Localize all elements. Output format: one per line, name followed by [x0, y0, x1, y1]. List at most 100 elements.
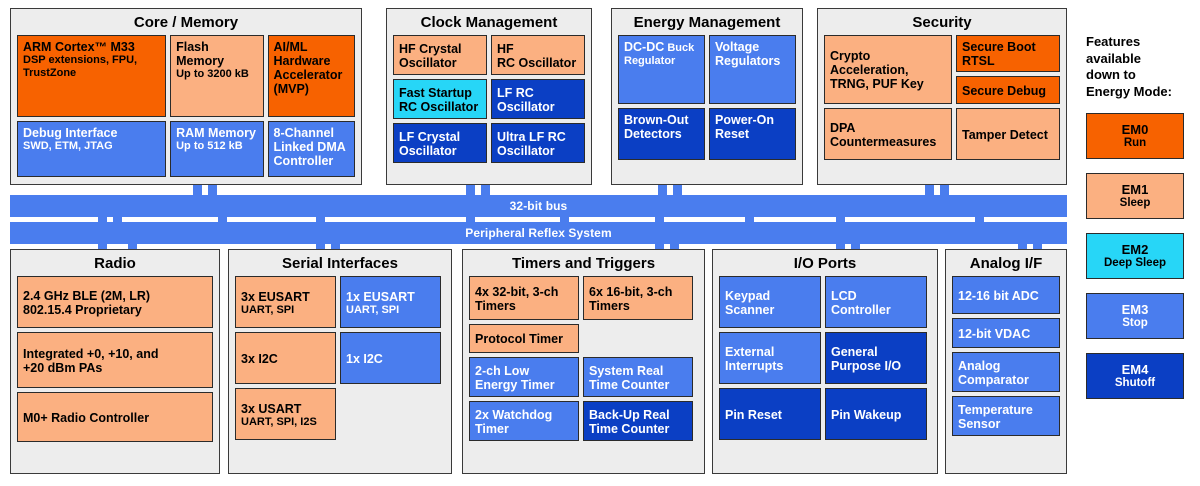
block-external-interrupts[interactable]: External Interrupts — [719, 332, 821, 385]
block-label: Energy Timer — [475, 377, 555, 392]
section-clock-management: Clock Management HF Crystal Oscillator F… — [386, 8, 592, 185]
block-label: Oscillator — [497, 99, 555, 114]
block-tamper-detect[interactable]: Tamper Detect — [956, 108, 1060, 161]
block-adc[interactable]: 12-16 bit ADC — [952, 276, 1060, 315]
block-label: ARM Cortex™ M33 — [23, 40, 135, 55]
bus-label: 32-bit bus — [509, 199, 568, 213]
legend-item-em4[interactable]: EM4 Shutoff — [1086, 353, 1184, 399]
block-vdac[interactable]: 12-bit VDAC — [952, 318, 1060, 349]
block-label: Countermeasures — [830, 134, 937, 149]
block-crypto-acceleration[interactable]: Crypto Acceleration, TRNG, PUF Key — [824, 35, 952, 105]
legend-item-em2[interactable]: EM2 Deep Sleep — [1086, 233, 1184, 279]
block-secure-debug[interactable]: Secure Debug — [956, 76, 1060, 105]
legend-title-line: available — [1086, 50, 1141, 66]
block-label: Controller — [273, 154, 334, 169]
block-32bit-timers[interactable]: 4x 32-bit, 3-ch Timers — [469, 276, 579, 321]
block-label: Pin Reset — [725, 407, 782, 422]
block-1x-eusart[interactable]: 1x EUSART UART, SPI — [340, 276, 441, 329]
block-power-amplifiers[interactable]: Integrated +0, +10, and +20 dBm PAs — [17, 332, 213, 389]
block-fast-startup-rc-oscillator[interactable]: Fast Startup RC Oscillator — [393, 79, 487, 120]
block-pin-wakeup[interactable]: Pin Wakeup — [825, 388, 927, 441]
bus-stub — [925, 185, 934, 195]
block-label: Back-Up Real — [589, 407, 670, 422]
block-temperature-sensor[interactable]: Temperature Sensor — [952, 396, 1060, 437]
bus-stub — [836, 217, 845, 251]
legend-item-em3[interactable]: EM3 Stop — [1086, 293, 1184, 339]
block-low-energy-timer[interactable]: 2-ch Low Energy Timer — [469, 357, 579, 398]
block-ble-radio[interactable]: 2.4 GHz BLE (2M, LR) 802.15.4 Proprietar… — [17, 276, 213, 329]
block-dma-controller[interactable]: 8-Channel Linked DMA Controller — [267, 121, 355, 178]
section-serial-interfaces: Serial Interfaces 3x EUSART UART, SPI 3x… — [228, 249, 452, 474]
section-io-ports: I/O Ports Keypad Scanner External Interr… — [712, 249, 938, 474]
block-secure-boot-rtsl[interactable]: Secure Boot RTSL — [956, 35, 1060, 73]
section-title-energy-management: Energy Management — [633, 14, 781, 31]
section-security: Security Crypto Acceleration, TRNG, PUF … — [817, 8, 1067, 185]
block-label: Hardware — [273, 54, 331, 69]
block-label: 8-Channel — [273, 126, 334, 141]
section-title-core-memory: Core / Memory — [133, 14, 239, 31]
block-label: LF Crystal — [399, 129, 461, 144]
bus-stub — [655, 217, 664, 251]
spacer — [583, 324, 693, 353]
block-3x-eusart[interactable]: 3x EUSART UART, SPI — [235, 276, 336, 329]
block-label: DC-DC Buck — [624, 40, 699, 54]
block-3x-i2c[interactable]: 3x I2C — [235, 332, 336, 385]
block-debug-interface[interactable]: Debug Interface SWD, ETM, JTAG — [17, 121, 167, 178]
block-general-purpose-io[interactable]: General Purpose I/O — [825, 332, 927, 385]
block-1x-i2c[interactable]: 1x I2C — [340, 332, 441, 385]
block-label: Keypad — [725, 288, 771, 303]
bus-stub — [560, 217, 569, 222]
block-lcd-controller[interactable]: LCD Controller — [825, 276, 927, 329]
block-label: Accelerator — [273, 68, 343, 83]
block-lf-crystal-oscillator[interactable]: LF Crystal Oscillator — [393, 123, 487, 164]
block-watchdog-timer[interactable]: 2x Watchdog Timer — [469, 401, 579, 442]
block-label: Analog — [958, 358, 1001, 373]
block-label: DPA — [830, 120, 856, 135]
block-dcdc-buck-regulator[interactable]: DC-DC Buck Regulator — [618, 35, 705, 105]
block-3x-usart[interactable]: 3x USART UART, SPI, I2S — [235, 388, 336, 441]
block-analog-comparator[interactable]: Analog Comparator — [952, 352, 1060, 393]
block-m0-radio-controller[interactable]: M0+ Radio Controller — [17, 392, 213, 443]
legend-item-em0[interactable]: EM0 Run — [1086, 113, 1184, 159]
block-pin-reset[interactable]: Pin Reset — [719, 388, 821, 441]
block-flash-memory[interactable]: Flash Memory Up to 3200 kB — [170, 35, 264, 118]
block-protocol-timer[interactable]: Protocol Timer — [469, 324, 579, 354]
block-arm-cortex-m33[interactable]: ARM Cortex™ M33 DSP extensions, FPU, Tru… — [17, 35, 167, 118]
block-label-part: DC-DC — [624, 40, 665, 55]
block-label: (MVP) — [273, 82, 309, 97]
block-ultra-lf-rc-oscillator[interactable]: Ultra LF RC Oscillator — [491, 123, 585, 164]
section-energy-management: Energy Management DC-DC Buck Regulator B… — [611, 8, 803, 185]
block-label: 2x Watchdog — [475, 407, 553, 422]
bus-32-bit: 32-bit bus — [10, 195, 1067, 217]
block-voltage-regulators[interactable]: Voltage Regulators — [709, 35, 796, 105]
block-label: 1x I2C — [346, 351, 383, 366]
block-label: RTSL — [962, 54, 995, 69]
block-hf-crystal-oscillator[interactable]: HF Crystal Oscillator — [393, 35, 487, 76]
legend-item-em1[interactable]: EM1 Sleep — [1086, 173, 1184, 219]
block-label: 3x EUSART — [241, 289, 310, 304]
block-brown-out-detectors[interactable]: Brown-Out Detectors — [618, 108, 705, 161]
block-16bit-timers[interactable]: 6x 16-bit, 3-ch Timers — [583, 276, 693, 321]
block-label: Comparator — [958, 372, 1029, 387]
bus-peripheral-reflex-system: Peripheral Reflex System — [10, 222, 1067, 244]
block-aiml-accelerator[interactable]: AI/ML Hardware Accelerator (MVP) — [267, 35, 355, 118]
section-core-memory: Core / Memory ARM Cortex™ M33 DSP extens… — [10, 8, 362, 185]
block-dpa-countermeasures[interactable]: DPA Countermeasures — [824, 108, 952, 161]
block-hf-rc-oscillator[interactable]: HF RC Oscillator — [491, 35, 585, 76]
block-label: External — [725, 344, 775, 359]
block-sublabel: UART, SPI, I2S — [241, 415, 317, 428]
block-power-on-reset[interactable]: Power-On Reset — [709, 108, 796, 161]
block-ram-memory[interactable]: RAM Memory Up to 512 kB — [170, 121, 264, 178]
legend-item-sub: Shutoff — [1114, 376, 1156, 389]
block-label: Secure Boot — [962, 40, 1036, 55]
legend-item-name: EM3 — [1121, 301, 1149, 317]
block-label: 12-bit VDAC — [958, 326, 1031, 341]
block-backup-real-time-counter[interactable]: Back-Up Real Time Counter — [583, 401, 693, 442]
block-keypad-scanner[interactable]: Keypad Scanner — [719, 276, 821, 329]
legend-item-sub: Stop — [1122, 316, 1148, 329]
block-system-real-time-counter[interactable]: System Real Time Counter — [583, 357, 693, 398]
block-label: Debug Interface — [23, 126, 118, 141]
block-lf-rc-oscillator[interactable]: LF RC Oscillator — [491, 79, 585, 120]
bus-stub — [113, 217, 122, 222]
